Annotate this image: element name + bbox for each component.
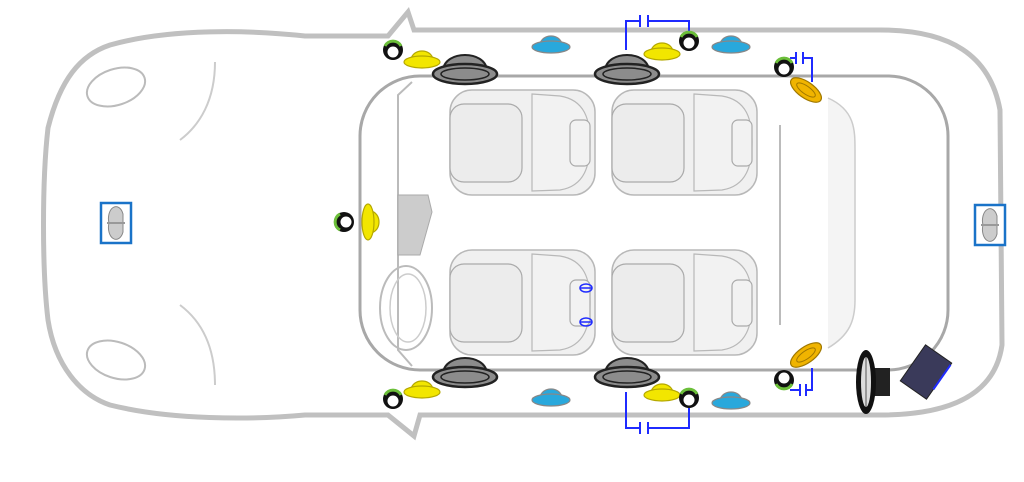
ring-tweeter-icon xyxy=(381,387,405,411)
headlight-top xyxy=(85,66,147,108)
steering-wheel xyxy=(379,265,433,351)
ring-tweeter-icon xyxy=(381,38,405,62)
ring-tweeter-icon xyxy=(677,29,701,53)
ring-tweeter-icon xyxy=(677,386,701,410)
seat-speaker-icons xyxy=(579,283,593,327)
rear-window xyxy=(827,97,856,349)
seat-rear-right xyxy=(611,249,758,356)
seat-front-right xyxy=(449,249,596,356)
ring-tweeter-icon xyxy=(772,55,796,79)
center-console xyxy=(397,194,433,256)
seat-rear-left xyxy=(611,89,758,196)
headlight-bottom xyxy=(85,339,147,381)
ring-tweeter-icon xyxy=(332,210,356,234)
ring-tweeter-icon xyxy=(772,368,796,392)
seat-front-left xyxy=(449,89,596,196)
hood-line-bottom xyxy=(179,304,216,386)
amplifier-icon xyxy=(899,344,953,400)
boxed-speaker-icon xyxy=(99,201,133,245)
hood-line-top xyxy=(179,61,216,141)
steering-wheel-inner xyxy=(389,273,427,343)
subwoofer-icon xyxy=(856,350,890,414)
boxed-speaker-icon xyxy=(973,203,1007,247)
wiring xyxy=(625,15,813,434)
